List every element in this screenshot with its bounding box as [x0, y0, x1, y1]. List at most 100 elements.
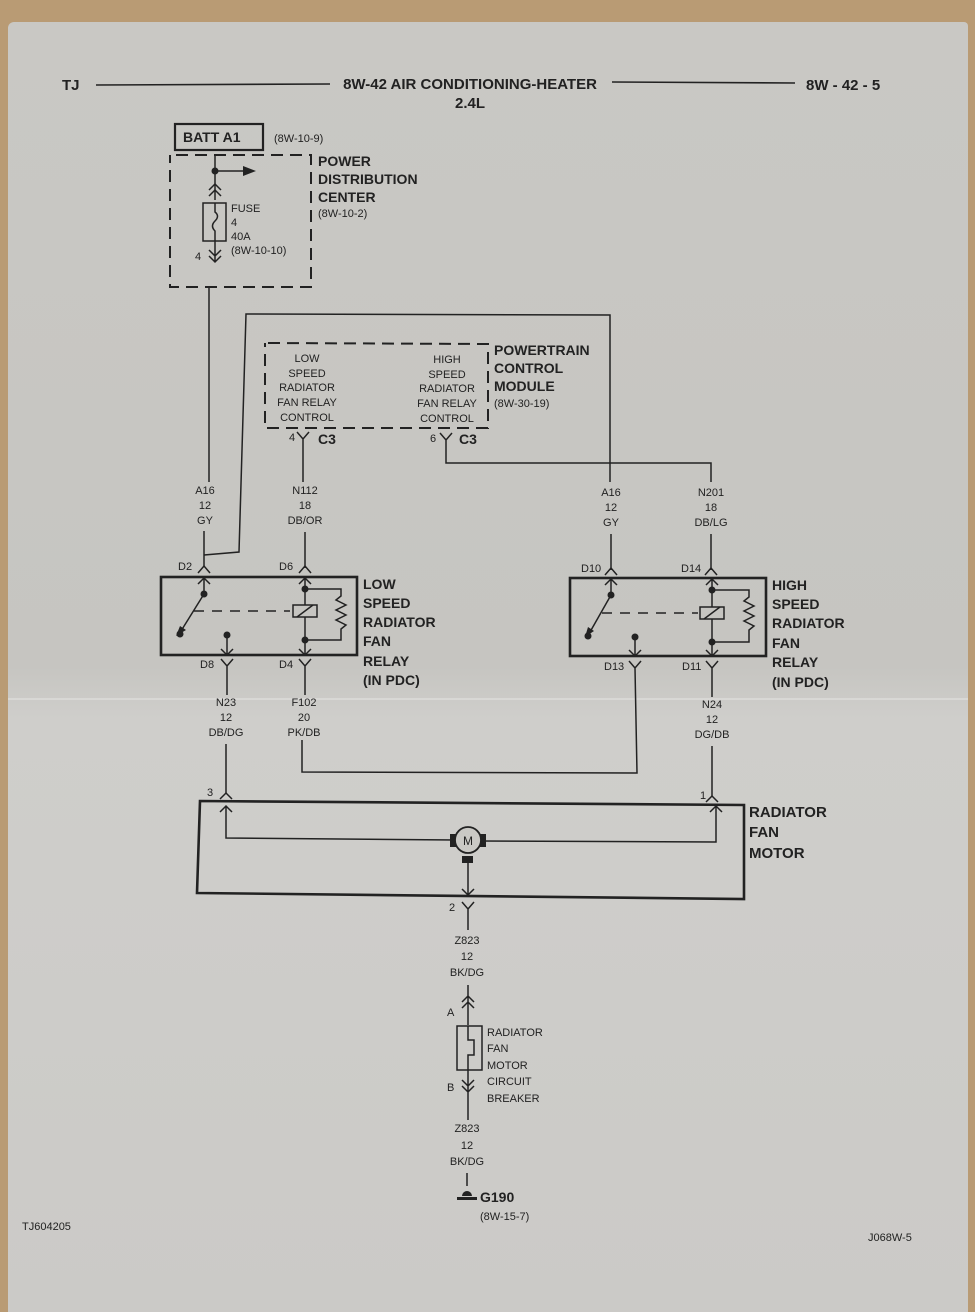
- high-relay-name: (IN PDC): [772, 674, 829, 690]
- powertrain-control-module: POWERTRAIN CONTROL MODULE (8W-30-19) LOW…: [264, 342, 712, 482]
- wire-z823-top-gauge: 12: [461, 951, 473, 963]
- fuse-pin: 4: [195, 251, 201, 263]
- connector-chevron-icon: [208, 241, 222, 264]
- pcm-low-pin: 4: [289, 432, 295, 444]
- fuse-label: FUSE: [231, 203, 260, 215]
- ground-label: G190: [480, 1189, 514, 1205]
- low-relay-name: (IN PDC): [363, 672, 420, 688]
- breaker-pin-a: A: [447, 1007, 455, 1019]
- wire-a16-right-circuit: A16: [601, 487, 621, 499]
- wire-n112-gauge: 18: [299, 500, 311, 512]
- motor-pin-2: 2: [449, 902, 455, 914]
- pcm-low-ctrl-line: SPEED: [288, 368, 325, 380]
- low-relay-pin-d4: D4: [279, 659, 293, 671]
- high-relay-pin-d14: D14: [681, 563, 701, 575]
- wire-n201-gauge: 18: [705, 502, 717, 514]
- low-relay-pin-d2: D2: [178, 561, 192, 573]
- fuse-ref: (8W-10-10): [231, 245, 286, 257]
- resistor-icon: [305, 588, 348, 641]
- pcm-high-speed-control: HIGH SPEED RADIATOR FAN RELAY CONTROL: [417, 354, 477, 425]
- wire-n23-color: DB/DG: [209, 727, 244, 739]
- breaker-name: MOTOR: [487, 1060, 528, 1072]
- header-model: TJ: [62, 77, 80, 94]
- power-distribution-center: POWER DISTRIBUTION CENTER (8W-10-2) FUSE…: [169, 153, 418, 288]
- wire-z823-bot-color: BK/DG: [450, 1156, 484, 1168]
- footer-figure-id: TJ604205: [22, 1221, 71, 1233]
- pdc-name-2: DISTRIBUTION: [318, 171, 418, 187]
- relay-coil-icon: [292, 604, 318, 618]
- pcm-high-ctrl-line: HIGH: [433, 354, 461, 366]
- pcm-low-speed-control: LOW SPEED RADIATOR FAN RELAY CONTROL: [277, 353, 337, 424]
- pcm-high-ctrl-line: CONTROL: [420, 413, 474, 425]
- fuse-number: 4: [231, 217, 237, 229]
- wire-n112-color: DB/OR: [288, 515, 323, 527]
- footer-drawing-id: J068W-5: [868, 1232, 912, 1244]
- circuit-breaker-icon: [456, 1025, 483, 1071]
- motor-name: RADIATOR: [749, 804, 827, 821]
- low-relay-name: RELAY: [363, 653, 410, 669]
- connector-fork-icon: [298, 658, 312, 695]
- high-relay-name: HIGH: [772, 577, 807, 593]
- pcm-high-ctrl-line: RADIATOR: [419, 383, 475, 395]
- high-relay-pin-d11: D11: [682, 661, 701, 673]
- pdc-name-1: POWER: [318, 153, 371, 169]
- wire-f102-circuit: F102: [291, 697, 316, 709]
- connector-chevron-icon: [604, 566, 618, 576]
- motor-pin-1: 1: [700, 790, 706, 802]
- motor-symbol: M: [463, 834, 473, 848]
- low-relay-pin-d8: D8: [200, 659, 214, 671]
- circuit-breaker: A B RADIATOR FAN MOTOR CIRCUIT BREAKER: [447, 985, 543, 1120]
- connector-fork-icon: [439, 432, 712, 482]
- wire-f102-loop: [301, 660, 642, 774]
- pcm-high-ctrl-line: SPEED: [428, 369, 465, 381]
- wire-a16-left-gauge: 12: [199, 500, 211, 512]
- wire-z823-bot-circuit: Z823: [454, 1123, 479, 1135]
- pcm-high-ctrl-line: FAN RELAY: [417, 398, 477, 410]
- wire-n112-circuit: N112: [292, 485, 317, 497]
- high-relay-pin-d13: D13: [604, 661, 624, 673]
- connector-fork-icon: [296, 431, 310, 482]
- motor-name: FAN: [749, 824, 779, 841]
- wire-z823-top-circuit: Z823: [454, 935, 479, 947]
- relay-coil-icon: [699, 606, 725, 620]
- pcm-low-ctrl-line: FAN RELAY: [277, 397, 337, 409]
- resistor-icon: [712, 589, 756, 643]
- wire-n24-gauge: 12: [706, 714, 718, 726]
- wire-f102-color: PK/DB: [287, 727, 320, 739]
- batt-label: BATT A1: [183, 129, 241, 145]
- ground-ref: (8W-15-7): [480, 1211, 529, 1223]
- wire-n201-circuit: N201: [698, 487, 724, 499]
- wire-a16-crossover: [203, 313, 611, 556]
- wire-f102-gauge: 20: [298, 712, 310, 724]
- motor-name: MOTOR: [749, 845, 805, 862]
- connector-chevron-icon: [208, 182, 222, 197]
- page-header: TJ 8W-42 AIR CONDITIONING-HEATER 2.4L 8W…: [62, 76, 880, 112]
- wire-n24-color: DG/DB: [695, 729, 730, 741]
- pcm-low-ctrl-line: RADIATOR: [279, 382, 335, 394]
- pcm-ref: (8W-30-19): [494, 398, 549, 410]
- connector-chevron-icon: [298, 564, 312, 574]
- low-relay-name: LOW: [363, 576, 396, 592]
- pdc-name-3: CENTER: [318, 189, 376, 205]
- pdc-ref: (8W-10-2): [318, 208, 367, 220]
- radiator-fan-motor: 3 1 M RADIATOR FAN MOTOR 2: [195, 787, 827, 930]
- high-relay-name: RELAY: [772, 654, 819, 670]
- high-relay-name: RADIATOR: [772, 615, 845, 631]
- pcm-high-pin: 6: [430, 433, 436, 445]
- header-rule-left: [95, 83, 331, 86]
- batt-a1: BATT A1 (8W-10-9): [173, 122, 323, 152]
- connector-fork-icon: [461, 901, 475, 930]
- fuse-rating: 40A: [231, 231, 251, 243]
- pcm-name-1: POWERTRAIN: [494, 342, 590, 358]
- paper-fold-line: [8, 698, 968, 700]
- high-relay-name: SPEED: [772, 596, 819, 612]
- pcm-high-connector: C3: [459, 431, 477, 447]
- connector-chevron-icon: [705, 794, 719, 803]
- pcm-name-3: MODULE: [494, 378, 555, 394]
- high-speed-relay: D10 D14 D13 D11 HIGH SPEED RADIATOR FAN …: [301, 563, 845, 774]
- low-relay-name: SPEED: [363, 595, 410, 611]
- connector-chevron-icon: [704, 566, 718, 576]
- connector-fork-icon: [705, 660, 719, 697]
- batt-ref: (8W-10-9): [274, 133, 323, 145]
